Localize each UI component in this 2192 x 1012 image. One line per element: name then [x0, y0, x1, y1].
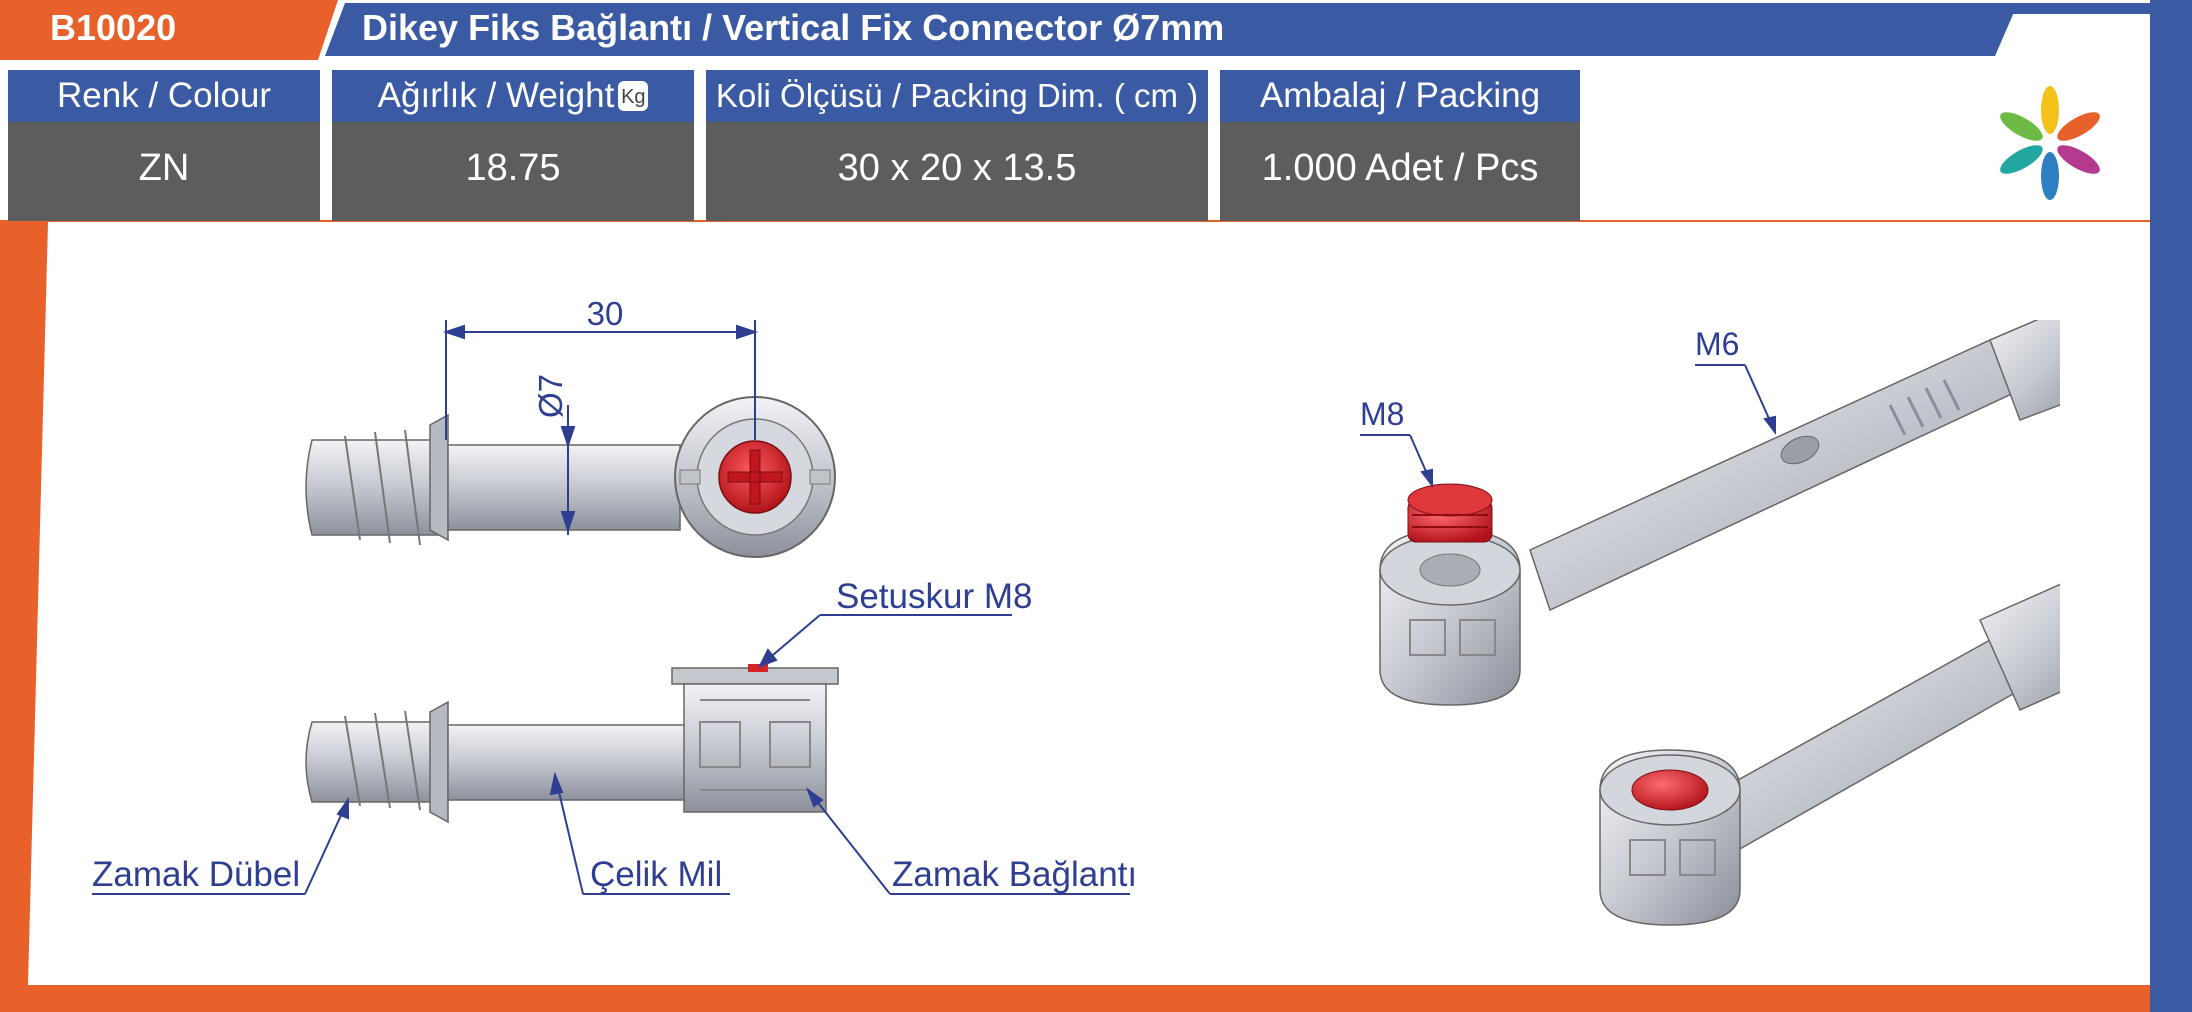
spec-packing-label: Ambalaj / Packing — [1220, 70, 1580, 122]
top-view — [305, 396, 836, 558]
spec-packing-dim-value: 30 x 20 x 13.5 — [706, 122, 1208, 221]
callout-m6: M6 — [1695, 326, 1739, 362]
spec-colour: Renk / Colour ZN — [8, 70, 320, 221]
side-view — [305, 664, 839, 824]
iso-callout-lines — [1360, 364, 1776, 488]
iso-exploded-view — [1379, 320, 2060, 706]
spec-packing-value: 1.000 Adet / Pcs — [1220, 122, 1580, 221]
page-title: Dikey Fiks Bağlantı / Vertical Fix Conne… — [362, 7, 1225, 48]
iso-assembled-view — [1599, 583, 2060, 926]
spec-packing: Ambalaj / Packing 1.000 Adet / Pcs — [1220, 70, 1580, 221]
callout-dubel: Zamak Dübel — [92, 855, 300, 894]
dim-diameter-label: Ø7 — [532, 374, 569, 418]
callout-baglanti: Zamak Bağlantı — [892, 855, 1137, 894]
callout-setuskur: Setuskur M8 — [836, 577, 1032, 616]
spec-colour-label: Renk / Colour — [8, 70, 320, 122]
flower-logo-icon — [2000, 86, 2100, 200]
callout-lines — [92, 614, 1130, 895]
iso-views: M8 M6 — [1360, 320, 2060, 926]
kg-weight-icon: Kg — [618, 80, 649, 111]
dimension-lines — [442, 320, 759, 535]
callout-mil: Çelik Mil — [590, 855, 722, 894]
spec-colour-value: ZN — [8, 122, 320, 221]
dim-length-label: 30 — [587, 295, 624, 332]
spec-weight-label: Ağırlık / Weight — [377, 76, 615, 115]
spec-packing-dim-label: Koli Ölçüsü / Packing Dim. ( cm ) — [706, 70, 1208, 122]
technical-drawing: 30 Ø7 S — [92, 295, 1137, 895]
spec-packing-dim: Koli Ölçüsü / Packing Dim. ( cm ) 30 x 2… — [706, 70, 1208, 221]
callout-m8: M8 — [1360, 396, 1404, 432]
spec-weight-value: 18.75 — [332, 122, 694, 221]
product-code: B10020 — [50, 7, 177, 48]
